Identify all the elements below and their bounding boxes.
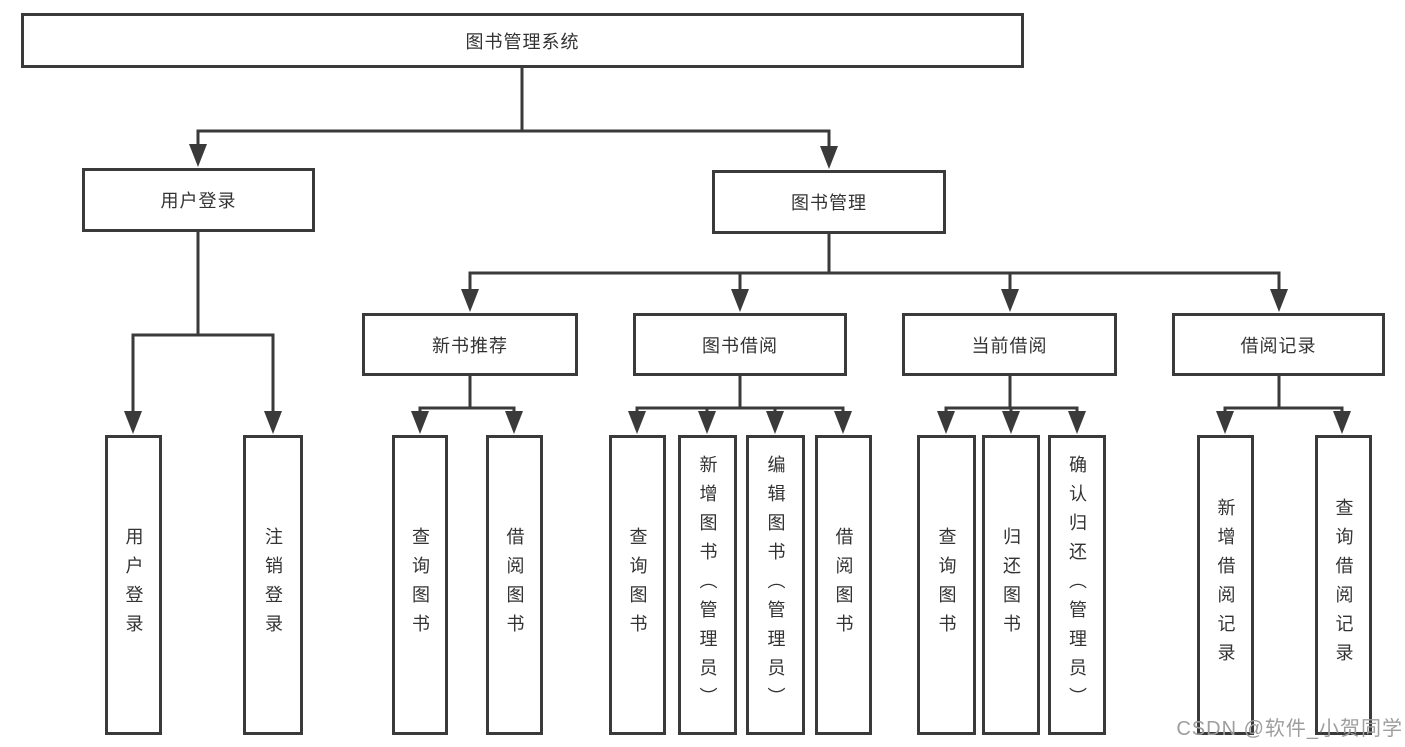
leaf-user-login: 用户登录 <box>105 435 162 735</box>
leaf-add-books-admin: 新增图书（管理员） <box>678 435 737 735</box>
leaf-label: 查询图书 <box>936 527 957 643</box>
leaf-label: 查询图书 <box>627 527 648 643</box>
csdn-watermark: CSDN @软件_小贺同学 <box>1176 718 1403 740</box>
arrowhead-icons <box>124 144 1351 434</box>
node-book-management: 图书管理 <box>712 170 946 234</box>
leaf-logout: 注销登录 <box>243 435 303 735</box>
node-label: 新书推荐 <box>432 335 508 356</box>
node-label: 用户登录 <box>160 191 237 211</box>
node-label: 当前借阅 <box>971 335 1048 356</box>
node-library-management-system: 图书管理系统 <box>21 13 1024 68</box>
leaf-return-books: 归还图书 <box>982 435 1040 735</box>
leaf-label: 注销登录 <box>263 527 283 643</box>
node-borrowing-records: 借阅记录 <box>1172 313 1385 376</box>
leaf-query-books-borrowing: 查询图书 <box>609 435 666 735</box>
leaf-add-borrow-record: 新增借阅记录 <box>1197 435 1254 735</box>
leaf-label: 查询借阅记录 <box>1333 498 1354 672</box>
leaf-query-books-recommend: 查询图书 <box>392 435 448 735</box>
leaf-label: 确认归还（管理员） <box>1067 454 1087 716</box>
leaf-label: 编辑图书（管理员） <box>765 454 786 716</box>
leaf-label: 归还图书 <box>1001 527 1021 643</box>
leaf-query-borrow-record: 查询借阅记录 <box>1315 435 1372 735</box>
node-current-borrowing: 当前借阅 <box>902 313 1117 376</box>
node-label: 图书借阅 <box>702 335 778 356</box>
leaf-label: 新增借阅记录 <box>1215 498 1236 672</box>
node-new-book-recommendation: 新书推荐 <box>362 313 578 376</box>
leaf-edit-books-admin: 编辑图书（管理员） <box>746 435 805 735</box>
leaf-borrow-books: 借阅图书 <box>815 435 872 735</box>
leaf-label: 借阅图书 <box>504 527 525 643</box>
leaf-confirm-return-admin: 确认归还（管理员） <box>1048 435 1106 735</box>
leaf-query-books-current: 查询图书 <box>917 435 976 735</box>
leaf-borrow-books-recommend: 借阅图书 <box>486 435 543 735</box>
node-label: 借阅记录 <box>1240 335 1317 356</box>
node-user-login: 用户登录 <box>82 168 315 232</box>
leaf-label: 用户登录 <box>123 527 144 643</box>
node-label: 图书管理 <box>791 193 867 213</box>
leaf-label: 借阅图书 <box>833 527 854 643</box>
leaf-label: 查询图书 <box>410 527 430 643</box>
node-label: 图书管理系统 <box>465 31 580 52</box>
leaf-label: 新增图书（管理员） <box>697 454 718 716</box>
node-book-borrowing: 图书借阅 <box>633 313 847 376</box>
